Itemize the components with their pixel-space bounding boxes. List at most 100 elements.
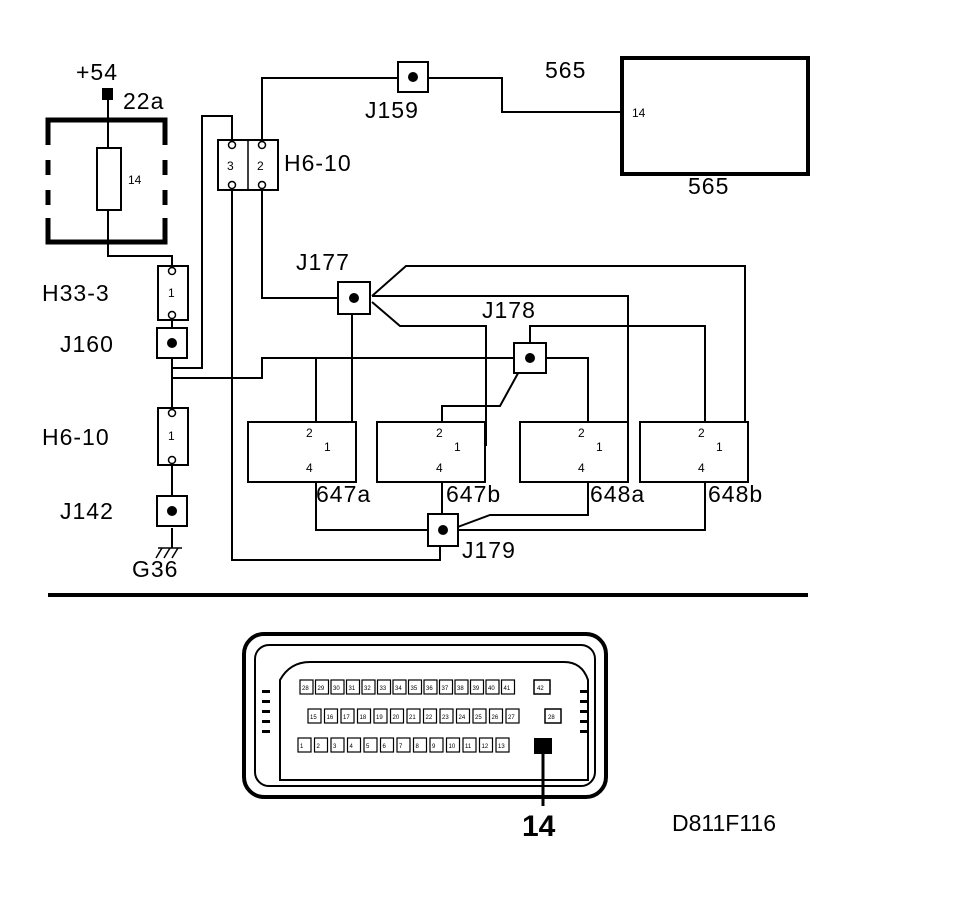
svg-text:2: 2 — [578, 426, 585, 440]
ecu-label-top: 565 — [545, 57, 586, 83]
ecu-565 — [620, 56, 810, 176]
plug-row2-pin-21 — [406, 708, 421, 724]
plug-row1-pin-label: 40 — [488, 686, 495, 692]
plug-row1-pin-label: 34 — [395, 686, 402, 692]
plug-row2-pin-26 — [488, 708, 504, 724]
plug-row1-pin-label: 35 — [411, 686, 418, 692]
injector-647b-label: 647b — [446, 481, 501, 507]
plug-row2-pin-27 — [505, 708, 520, 724]
h6-10-top-pin2: 2 — [257, 159, 264, 173]
injector-648a-label: 648a — [590, 481, 645, 507]
plug-row3-pin-label: 5 — [366, 744, 370, 750]
plug-row3-pin-6 — [379, 737, 395, 753]
plug-row1-pin-41 — [500, 679, 516, 695]
plug-row2-pin-label: 17 — [343, 715, 350, 721]
plug-row3-pin-label: 12 — [482, 744, 489, 750]
plug-row1-pin-31 — [345, 679, 361, 695]
plug-row2-pin-label: 18 — [360, 715, 367, 721]
plug-pin-14 — [534, 738, 552, 754]
plug-row3-pin-2 — [313, 737, 329, 753]
plug-row1-pin-label: 31 — [349, 686, 356, 692]
plug-row2-pin-label: 22 — [426, 715, 433, 721]
plug-row2-pin-label: 24 — [459, 715, 466, 721]
plug-row3-pin-label: 8 — [416, 744, 420, 750]
plug-row2-pin-17 — [340, 708, 355, 724]
figure-code: D811F116 — [672, 810, 776, 836]
injector-647a: 2 1 4 — [247, 421, 357, 483]
plug-row3-pin-label: 10 — [449, 744, 456, 750]
plug-row3-pin-1 — [297, 737, 312, 753]
h33-3-pin: 1 — [168, 286, 175, 300]
plug-row3-pin-label: 9 — [432, 744, 436, 750]
h6-10-top-label: H6-10 — [284, 150, 352, 176]
plug-row3-pin-13 — [495, 737, 510, 753]
plug-row2-pin-label: 26 — [492, 715, 499, 721]
plug-row3-pin-label: 11 — [465, 744, 472, 750]
plug-row1-pin-label: 28 — [302, 686, 309, 692]
plug-row1-pin-38 — [454, 679, 469, 695]
plug-row1-pin-35 — [407, 679, 423, 695]
plug-row2-pin-18 — [356, 708, 372, 724]
plug-row2-pin-24 — [455, 708, 471, 724]
svg-text:4: 4 — [578, 461, 585, 475]
plug-callout-label: 14 — [522, 810, 556, 843]
plug-row1-pin-label: 30 — [333, 686, 340, 692]
plug-row2-pin-25 — [472, 708, 487, 724]
plug-row1-pin-label: 37 — [442, 686, 449, 692]
svg-text:2: 2 — [436, 426, 443, 440]
plug-row2-pin-19 — [373, 708, 388, 724]
plug-row3-pin-label: 2 — [317, 744, 321, 750]
j179-label: J179 — [462, 537, 516, 563]
plug-row2-pin-label: 23 — [442, 715, 449, 721]
j159-label: J159 — [365, 97, 419, 123]
plug-row3-pin-10 — [445, 737, 461, 753]
plug-row1-end: 42 — [537, 686, 544, 692]
plug-row2-pin-label: 16 — [327, 715, 334, 721]
plug-row3-pin-label: 4 — [350, 744, 354, 750]
junction-j177 — [337, 281, 371, 315]
plug-row3-pin-11 — [462, 737, 477, 753]
plug-row3-pin-12 — [478, 737, 494, 753]
svg-text:1: 1 — [454, 440, 461, 454]
plug-row1-pin-40 — [485, 679, 500, 695]
plug-row2-end: 28 — [548, 715, 555, 721]
h6-10-left-label: H6-10 — [42, 424, 110, 450]
injector-647b: 2 1 4 — [376, 421, 486, 483]
svg-text:2: 2 — [698, 426, 705, 440]
plug-row1-pin-label: 33 — [380, 686, 387, 692]
supply-terminal-label: 22a — [123, 88, 164, 114]
supply-voltage-label: +54 — [76, 59, 118, 85]
plug-row1-pin-29 — [314, 679, 330, 695]
fuse-box — [45, 117, 168, 245]
plug-row2-pin-22 — [422, 708, 438, 724]
plug-row2-pin-23 — [439, 708, 454, 724]
plug-row2-pin-15 — [307, 708, 322, 724]
fuse-element — [96, 147, 122, 211]
plug-row3-pin-3 — [330, 737, 345, 753]
svg-text:2: 2 — [306, 426, 313, 440]
plug-row3-pin-8 — [412, 737, 428, 753]
plug-row3-pin-label: 6 — [383, 744, 387, 750]
svg-text:4: 4 — [436, 461, 443, 475]
plug-row3-pin-7 — [396, 737, 411, 753]
ecu-label-bottom: 565 — [688, 173, 729, 199]
ecu-pin-label: 14 — [632, 106, 646, 120]
plug-row1-pin-37 — [438, 679, 454, 695]
injector-648b: 2 1 4 — [639, 421, 749, 483]
h33-3-label: H33-3 — [42, 280, 110, 306]
plug-row2-pin-label: 20 — [393, 715, 400, 721]
plug-row3-pin-label: 13 — [498, 744, 505, 750]
plug-row2-pin-label: 21 — [409, 715, 416, 721]
plug-row2-pin-label: 15 — [310, 715, 317, 721]
injector-648b-label: 648b — [708, 481, 763, 507]
plug-row1-pin-32 — [361, 679, 376, 695]
ground-symbol — [155, 547, 182, 559]
svg-text:4: 4 — [698, 461, 705, 475]
plug-row2-pin-label: 25 — [475, 715, 482, 721]
plug-row1-pin-label: 29 — [318, 686, 325, 692]
plug-row2-pin-label: 19 — [376, 715, 383, 721]
plug-row1-pin-39 — [469, 679, 485, 695]
plug-row2-pin-label: 27 — [508, 715, 515, 721]
